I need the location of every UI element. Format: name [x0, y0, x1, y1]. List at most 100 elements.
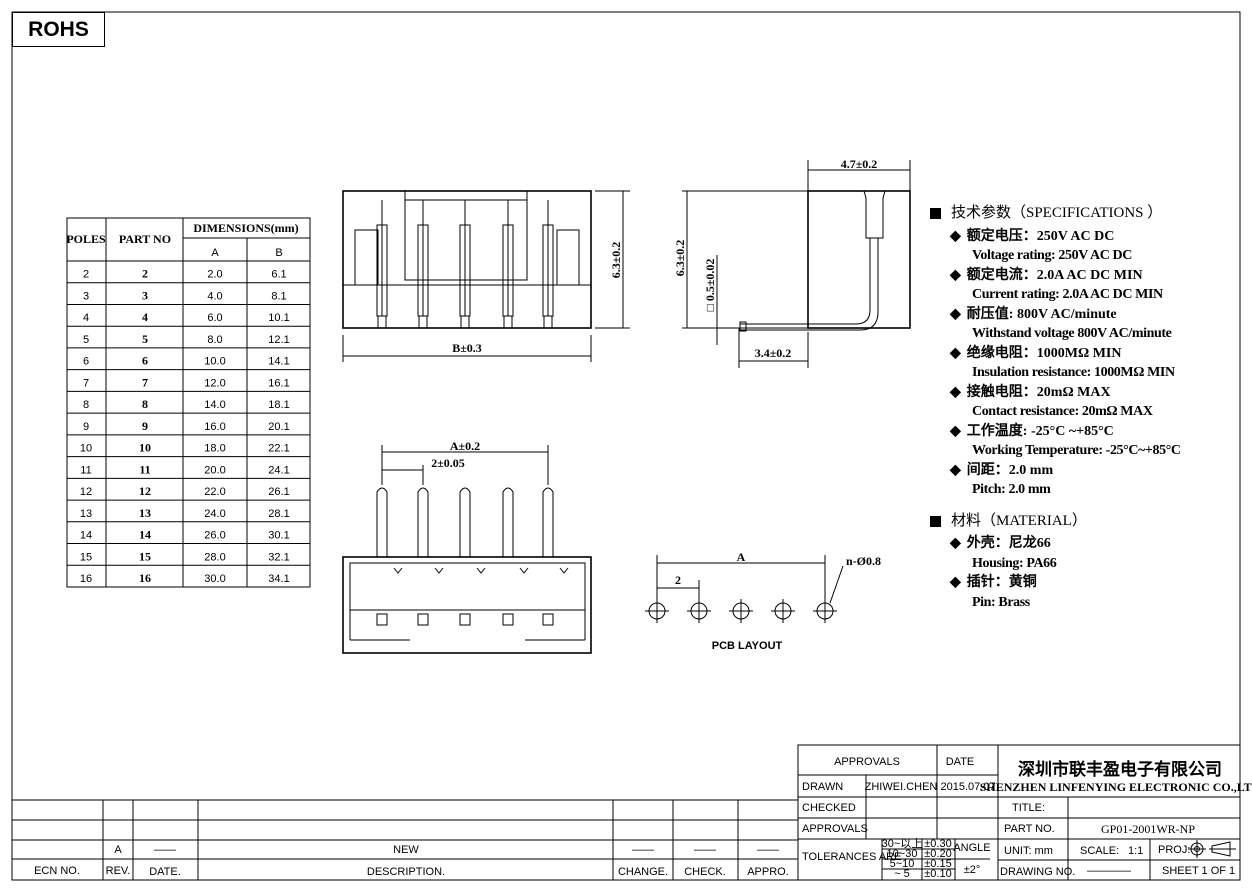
table-cell-a: 26.0 [204, 530, 225, 542]
company-name-en: SHENZHEN LINFENYING ELECTRONIC CO.,LTD [980, 780, 1252, 794]
pin [502, 487, 514, 557]
table-cell-poles: 4 [83, 312, 89, 324]
table-cell-a: 18.0 [204, 443, 225, 455]
dim-pcb-pitch: 2 [675, 573, 681, 587]
dim-pcb-hole: n-Ø0.8 [846, 554, 881, 568]
table-cell-part-no: 5 [142, 332, 148, 346]
rev-date-value: —— [154, 844, 176, 856]
table-cell-a: 8.0 [207, 334, 222, 346]
table-cell-part-no: 13 [139, 506, 151, 520]
pin-pad [417, 613, 429, 626]
header-check: CHECK. [684, 866, 726, 878]
table-cell-part-no: 4 [142, 310, 148, 324]
header-poles: POLES [66, 232, 106, 246]
table-cell-poles: 12 [80, 486, 92, 498]
checked-label: CHECKED [802, 802, 856, 814]
rev-appro-value: —— [757, 844, 779, 856]
pin-pad [376, 613, 388, 626]
sheet-border [11, 11, 1241, 881]
title-label: TITLE: [1012, 802, 1045, 814]
table-cell-a: 16.0 [204, 421, 225, 433]
drawn-date: 2015.07.07 [940, 781, 995, 793]
header-appro: APPRO. [747, 866, 789, 878]
dim-top-pitch: 2±0.05 [431, 456, 465, 470]
rev-change-value: —— [632, 844, 654, 856]
table-cell-poles: 14 [80, 530, 92, 542]
dim-top-span: A±0.2 [450, 439, 480, 453]
table-cell-poles: 11 [80, 464, 91, 476]
table-cell-a: 28.0 [204, 551, 225, 563]
spec-cn: 额定电流：2.0A AC DC MIN [950, 266, 1230, 286]
drawing-no: ———— [1087, 865, 1131, 877]
header-b: B [275, 247, 282, 259]
table-cell-poles: 10 [80, 443, 92, 455]
table-cell-poles: 13 [80, 508, 92, 520]
title-block: APPROVALS DATE DRAWN ZHIWEI.CHEN 2015.07… [797, 744, 1252, 881]
table-cell-poles: 15 [80, 551, 92, 563]
header-date: DATE. [149, 866, 181, 878]
spec-cn: 插针：黄铜 [950, 573, 1230, 593]
table-cell-a: 14.0 [204, 399, 225, 411]
table-cell-poles: 3 [83, 290, 89, 302]
table-cell-part-no: 8 [142, 397, 148, 411]
table-cell-part-no: 2 [142, 267, 148, 281]
pin [542, 487, 554, 557]
spec-cn: 接触电阻：20mΩ MAX [950, 383, 1230, 403]
table-cell-a: 20.0 [204, 464, 225, 476]
pin [417, 487, 429, 557]
dim-pin-length: 3.4±0.2 [755, 346, 792, 360]
pin [459, 487, 471, 557]
table-cell-b: 34.1 [268, 573, 289, 585]
dim-pin-size: □ 0.5±0.02 [703, 259, 717, 312]
table-cell-poles: 9 [83, 421, 89, 433]
drawn-by: ZHIWEI.CHEN [865, 781, 938, 793]
table-cell-b: 18.1 [268, 399, 289, 411]
pcb-layout: A 2 n-Ø0.8 PCB LAYOUT [645, 550, 881, 652]
table-cell-a: 12.0 [204, 377, 225, 389]
pin [503, 315, 513, 329]
header-a: A [211, 247, 219, 259]
table-cell-part-no: 9 [142, 419, 148, 433]
approvals-header: APPROVALS [834, 756, 900, 768]
table-cell-b: 24.1 [268, 464, 289, 476]
specifications-title: 技术参数（SPECIFICATIONS ） [951, 205, 1163, 221]
table-cell-a: 10.0 [204, 356, 225, 368]
spec-cn: 额定电压：250V AC DC [950, 227, 1230, 247]
table-cell-poles: 5 [83, 334, 89, 346]
header-part-no: PART NO [119, 232, 171, 246]
tolerance-range: 10~30 [887, 848, 918, 860]
spec-en: Insulation resistance: 1000MΩ MIN [972, 365, 1175, 380]
material-title: 材料（MATERIAL） [951, 512, 1087, 529]
table-cell-b: 26.1 [268, 486, 289, 498]
material-heading: 材料（MATERIAL） [930, 512, 1230, 532]
square-bullet-icon [930, 515, 941, 527]
specifications-panel: 技术参数（SPECIFICATIONS ） 额定电压：250V AC DCVol… [930, 204, 1230, 612]
pin [377, 315, 387, 329]
pcb-layout-title: PCB LAYOUT [712, 640, 783, 652]
top-view: A±0.2 2±0.05 [342, 439, 592, 654]
table-cell-part-no: 12 [139, 484, 151, 498]
side-view: 6.3±0.2 4.7±0.2 3.4±0.2 □ 0.5±0.02 [673, 157, 911, 368]
table-cell-part-no: 6 [142, 354, 148, 368]
unit: UNIT: mm [1004, 845, 1053, 857]
table-cell-part-no: 16 [139, 571, 151, 585]
rev-check-value: —— [694, 844, 716, 856]
table-cell-a: 2.0 [207, 269, 222, 281]
table-cell-b: 20.1 [268, 421, 289, 433]
table-cell-a: 6.0 [207, 312, 222, 324]
spec-en: Withstand voltage 800V AC/minute [972, 326, 1172, 341]
table-cell-part-no: 10 [139, 441, 151, 455]
table-cell-poles: 6 [83, 356, 89, 368]
spec-en: Contact resistance: 20mΩ MAX [972, 404, 1153, 419]
table-cell-b: 32.1 [268, 551, 289, 563]
table-cell-part-no: 11 [139, 462, 150, 476]
table-cell-b: 8.1 [271, 290, 286, 302]
header-description: DESCRIPTION. [367, 866, 445, 878]
revision-block: A —— NEW —— —— —— ECN NO. REV. DATE. DES… [12, 799, 798, 880]
